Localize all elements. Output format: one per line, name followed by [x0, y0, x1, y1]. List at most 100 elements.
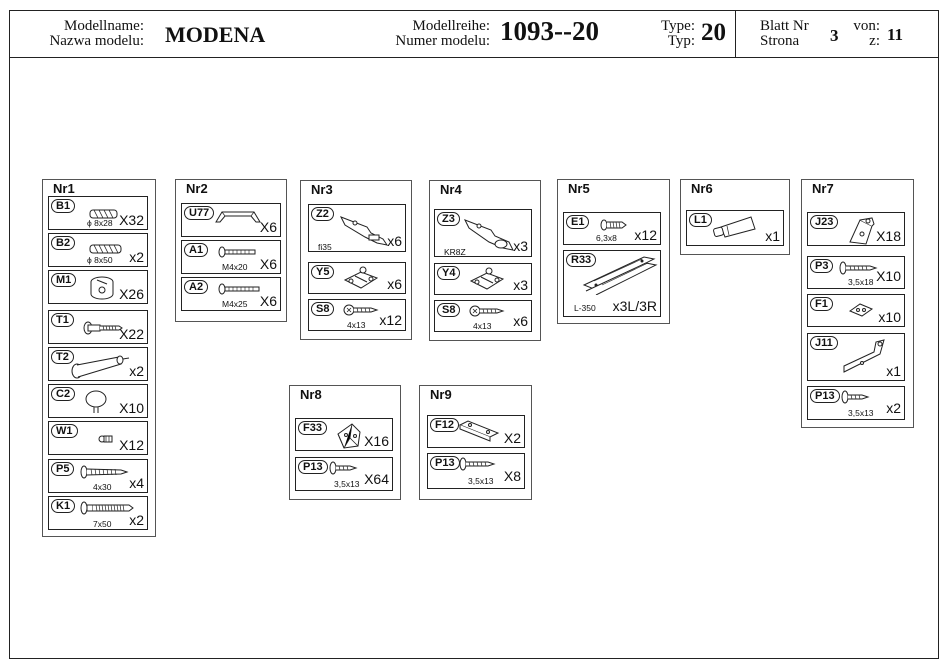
part-qty: x12 — [634, 227, 657, 243]
part-code: S8 — [437, 303, 461, 317]
group-nr9: Nr9 — [419, 385, 532, 500]
part-u77: U77 X6 — [181, 203, 281, 237]
cam-lock-icon — [90, 276, 114, 300]
part-size: ϕ 8x50 — [87, 255, 113, 265]
part-a2: A2 M4x25 X6 — [181, 277, 281, 311]
model-name-label-pl: Nazwa modelu: — [49, 33, 144, 49]
part-code: F33 — [298, 421, 327, 435]
part-qty: X10 — [119, 400, 144, 416]
part-code: W1 — [51, 424, 78, 438]
part-qty: X12 — [119, 437, 144, 453]
dowel-icon — [89, 209, 118, 219]
part-code: T2 — [51, 350, 74, 364]
part-y5: Y5 x6 — [308, 262, 406, 294]
part-qty: X8 — [503, 468, 521, 484]
part-j11: J11 x1 — [807, 333, 905, 381]
part-qty: x12 — [379, 312, 402, 328]
hinge-plate-icon — [469, 267, 505, 290]
part-size: 3,5x18 — [848, 277, 874, 287]
part-a1: A1 M4x20 X6 — [181, 240, 281, 274]
part-p13-c: P13 3,5x13 X8 — [427, 453, 525, 489]
part-code: E1 — [566, 215, 590, 229]
part-e1: E1 6,3x8 x12 — [563, 212, 661, 245]
part-code: Y4 — [437, 266, 461, 280]
type-label: Type: Typ: — [640, 19, 695, 49]
hinge-plate-icon — [343, 266, 379, 289]
part-qty: X6 — [259, 219, 277, 235]
part-f12: F12 X2 — [427, 415, 525, 448]
part-code: M1 — [51, 273, 77, 287]
glue-tube-icon — [713, 216, 756, 238]
part-code: Z3 — [437, 212, 460, 226]
part-t2: T2 x2 — [48, 347, 148, 381]
part-qty: x3 — [513, 277, 528, 293]
part-code: S8 — [311, 302, 335, 316]
part-qty: X16 — [364, 433, 389, 449]
part-r33: R33 L-350 x3L/3R — [563, 250, 661, 317]
glide-icon — [85, 390, 107, 413]
corner-bracket-icon — [849, 217, 875, 245]
part-qty: x1 — [765, 228, 780, 244]
sheet-label-de: Blatt Nr — [760, 18, 809, 34]
part-code: K1 — [51, 499, 76, 513]
part-y4: Y4 x3 — [434, 263, 532, 295]
part-size: 6,3x8 — [596, 233, 617, 243]
part-qty: x10 — [878, 309, 901, 325]
series-label-pl: Numer modelu: — [395, 33, 490, 49]
group-title: Nr6 — [691, 181, 713, 196]
part-code: J23 — [810, 215, 839, 229]
part-code: T1 — [51, 313, 74, 327]
part-qty: x2 — [129, 249, 144, 265]
drawer-runner-icon — [582, 256, 658, 295]
part-qty: X6 — [259, 293, 277, 309]
of-label-pl: z: — [869, 33, 880, 49]
part-size: 3,5x13 — [468, 476, 494, 486]
part-j23: J23 X18 — [807, 212, 905, 246]
group-title: Nr5 — [568, 181, 590, 196]
part-code: P13 — [810, 389, 840, 403]
part-code: J11 — [810, 336, 838, 350]
group-nr1: Nr1 — [42, 179, 156, 537]
part-z3: Z3 KR8Z x3 — [434, 209, 532, 257]
part-qty: x3 — [513, 238, 528, 254]
confirmat-screw-icon — [80, 501, 134, 515]
cam-bolt-icon — [83, 321, 123, 335]
group-title: Nr1 — [53, 181, 75, 196]
group-title: Nr2 — [186, 181, 208, 196]
part-b2: B2 ϕ 8x50 x2 — [48, 233, 148, 267]
plate-icon — [848, 303, 874, 317]
group-title: Nr9 — [430, 387, 452, 402]
group-nr4: Nr4 — [429, 180, 541, 341]
part-code: F1 — [810, 297, 833, 311]
handle-icon — [215, 211, 261, 223]
part-w1: W1 X12 — [48, 421, 148, 455]
part-size: L-350 — [574, 303, 596, 313]
part-qty: x6 — [387, 233, 402, 249]
part-p13-b: P13 3,5x13 X64 — [295, 457, 393, 491]
group-title: Nr8 — [300, 387, 322, 402]
header-divider — [735, 11, 736, 57]
screw-icon — [841, 390, 870, 404]
part-code: P13 — [298, 460, 328, 474]
part-code: B2 — [51, 236, 76, 250]
group-title: Nr3 — [311, 182, 333, 197]
sheet-label: Blatt Nr Strona — [760, 19, 809, 49]
screw-icon — [839, 261, 878, 275]
part-size: 4x13 — [347, 320, 366, 330]
part-size: 4x13 — [473, 321, 492, 331]
part-l1: L1 x1 — [686, 210, 784, 246]
part-size: 3,5x13 — [334, 479, 360, 489]
group-nr7: Nr7 — [801, 179, 914, 428]
group-nr2: Nr2 — [175, 179, 287, 322]
type-label-de: Type: — [661, 18, 695, 34]
bolt-icon — [218, 246, 256, 258]
group-title: Nr4 — [440, 182, 462, 197]
part-code: A1 — [184, 243, 209, 257]
part-code: L1 — [689, 213, 712, 227]
hinge-icon — [339, 216, 389, 246]
long-cam-bolt-icon — [71, 355, 130, 379]
screw-icon — [80, 465, 129, 479]
group-nr5: Nr5 — [557, 179, 670, 324]
euro-screw-icon — [600, 219, 627, 231]
part-size: ϕ 8x28 — [87, 218, 113, 228]
